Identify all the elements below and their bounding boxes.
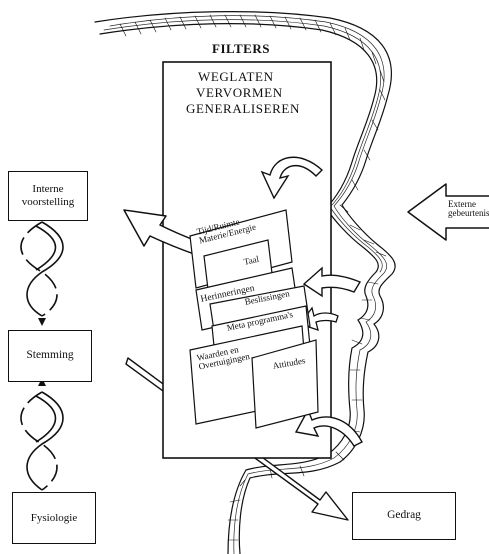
external-events-label: Externe gebeurtenis bbox=[448, 200, 489, 219]
filter-operation-weglaten: WEGLATEN bbox=[198, 70, 274, 84]
box-fysiologie: Fysiologie bbox=[12, 492, 96, 544]
filters-title: FILTERS bbox=[212, 42, 270, 56]
braid-upper bbox=[21, 222, 63, 316]
braid-arrowhead-1 bbox=[38, 318, 46, 326]
filter-operation-vervormen: VERVORMEN bbox=[196, 86, 283, 100]
filter-operation-generaliseren: GENERALISEREN bbox=[186, 102, 300, 116]
box-stemming: Stemming bbox=[8, 330, 92, 382]
box-gedrag: Gedrag bbox=[352, 492, 456, 540]
braid-lower bbox=[21, 392, 63, 490]
box-interne-voorstelling: Interne voorstelling bbox=[8, 171, 88, 221]
